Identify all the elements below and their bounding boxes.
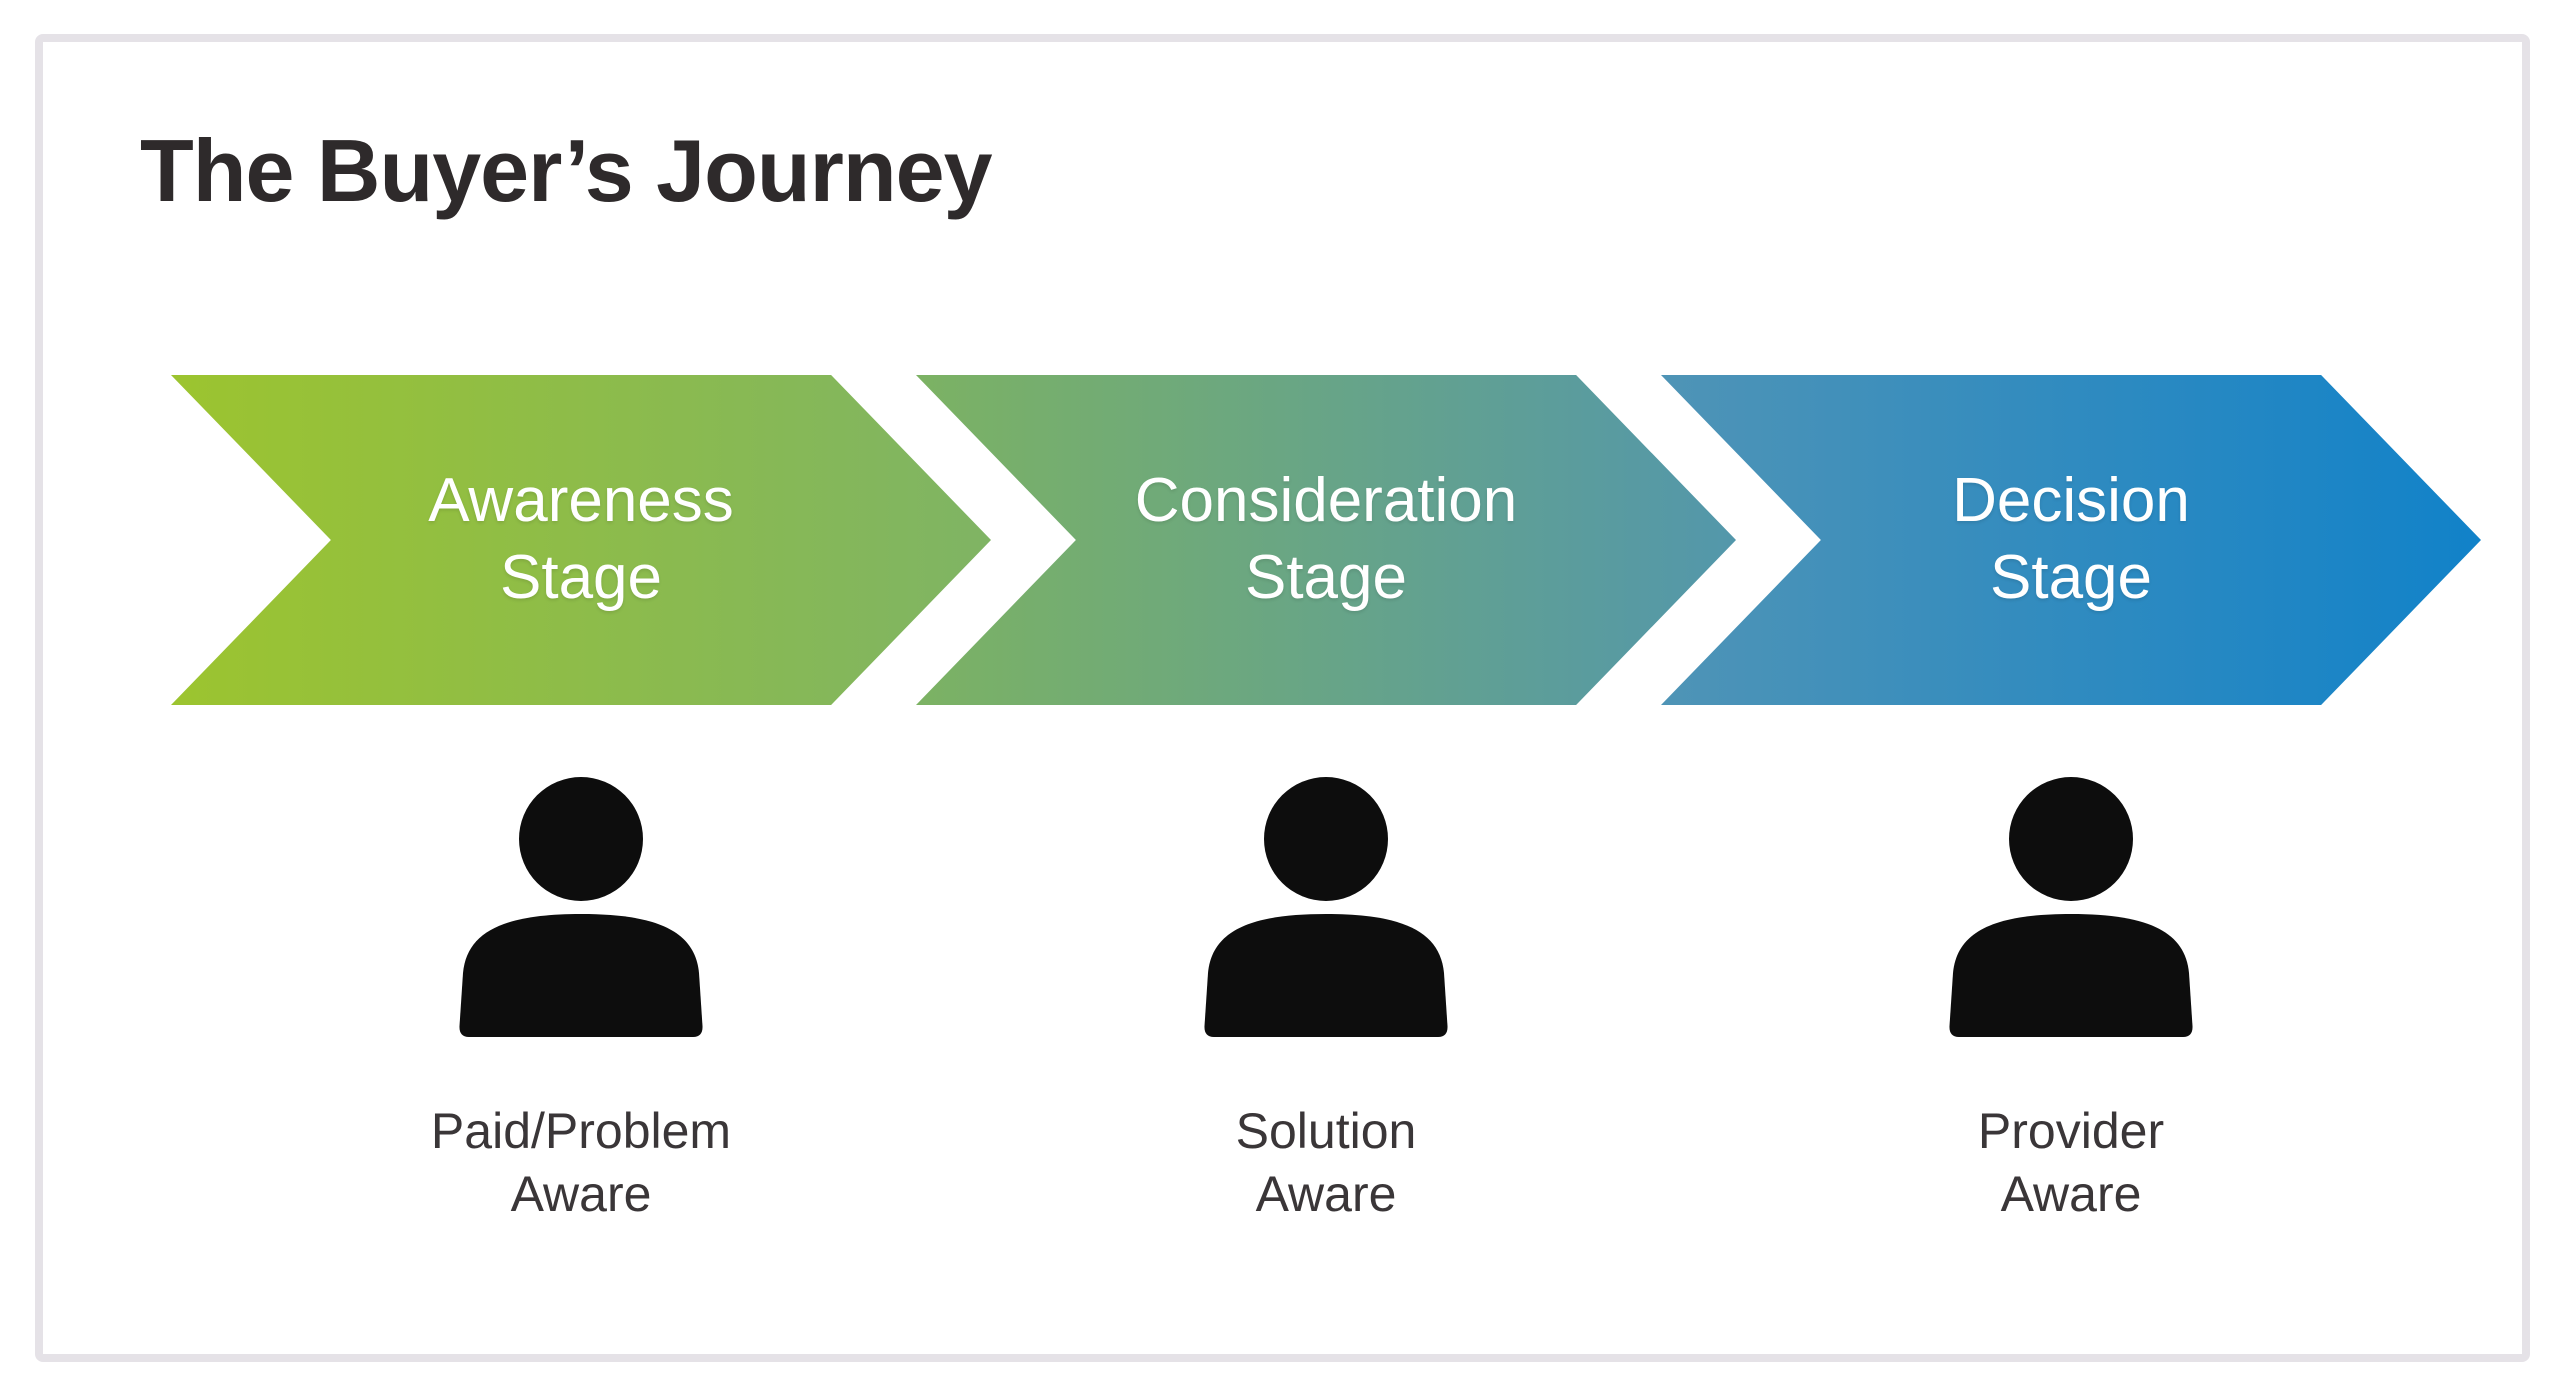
stage-label-line: Stage	[1244, 543, 1407, 612]
stage-label-line: Stage	[499, 543, 663, 612]
stage-label-line: Stage	[1989, 543, 2153, 612]
stage-arrow-awareness-label: Awareness Stage	[428, 463, 734, 617]
person-icon	[459, 777, 703, 1037]
diagram-card: The Buyer’s Journey Awareness Stage Cons…	[35, 34, 2530, 1362]
stage-arrow-consideration: Consideration Stage	[916, 375, 1736, 705]
stage-arrow-awareness: Awareness Stage	[171, 375, 991, 705]
stage-label-line: Awareness	[428, 466, 734, 536]
stage-arrow-decision-label: Decision Stage	[1952, 463, 2190, 617]
caption-line: Solution	[1235, 1103, 1417, 1159]
caption-awareness: Paid/Problem Aware	[261, 1100, 901, 1226]
stage-arrow-decision: Decision Stage	[1661, 375, 2481, 705]
caption-line: Paid/Problem	[430, 1103, 732, 1159]
caption-line: Provider	[1977, 1103, 2165, 1159]
stage-arrow-consideration-label: Consideration Stage	[1135, 463, 1518, 617]
caption-consideration: Solution Aware	[1006, 1100, 1646, 1226]
stage-label-line: Decision	[1952, 466, 2190, 536]
caption-line: Aware	[2000, 1166, 2142, 1222]
caption-line: Aware	[1255, 1166, 1397, 1222]
stage-label-line: Consideration	[1134, 466, 1518, 536]
person-icon	[1949, 777, 2193, 1037]
caption-decision: Provider Aware	[1751, 1100, 2391, 1226]
person-icon	[1204, 777, 1448, 1037]
caption-line: Aware	[510, 1166, 652, 1222]
page-title: The Buyer’s Journey	[140, 121, 993, 220]
